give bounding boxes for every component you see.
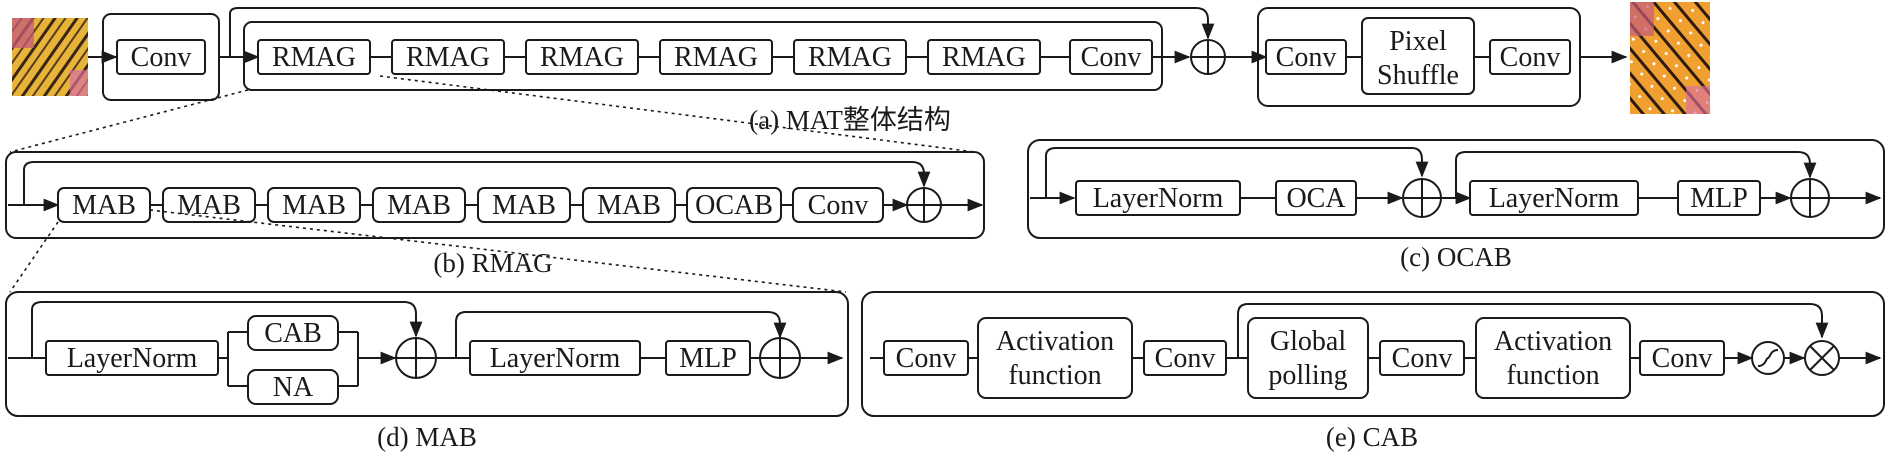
- global-skip-connection: [229, 7, 1215, 57]
- zoom-line-left: [9, 89, 249, 153]
- rmag-block-label: RMAG: [272, 42, 356, 73]
- rmag-ocab-label: OCAB: [695, 190, 773, 221]
- up-conv1-label: Conv: [1276, 42, 1337, 73]
- ocab-section: LayerNorm OCA LayerNorm MLP (c) OCAB: [1027, 139, 1885, 272]
- rmag-conv-label: Conv: [808, 190, 869, 221]
- ocab-layernorm1-label: LayerNorm: [1093, 183, 1224, 214]
- adder-icon: [1790, 178, 1830, 218]
- rmag-caption: (b) RMAG: [433, 248, 552, 278]
- mab-chain: MAB MAB MAB MAB MAB MAB: [57, 187, 687, 223]
- input-image: [12, 18, 88, 96]
- ocab-skip-connection-2: [1455, 151, 1817, 198]
- shallow-conv-block: [116, 39, 206, 75]
- rmag-skip-connection: [23, 161, 931, 205]
- mab-cab-label: CAB: [264, 318, 322, 349]
- cab-section: Conv Activation function Conv Global pol…: [861, 291, 1885, 452]
- ocab-skip-connection-1: [1045, 147, 1429, 198]
- cab-conv1-label: Conv: [896, 343, 957, 374]
- rmag-block-label: RMAG: [540, 42, 624, 73]
- cab-global-pool-label-line2: polling: [1268, 360, 1347, 391]
- mab-layernorm1-label: LayerNorm: [67, 343, 198, 374]
- zoom-line-right: [379, 75, 976, 153]
- rmag-block-label: RMAG: [406, 42, 490, 73]
- sigmoid-icon: [1751, 341, 1785, 375]
- cab-skip-connection: [1237, 303, 1829, 358]
- adder-icon: [395, 337, 437, 379]
- rmag-block-label: RMAG: [808, 42, 892, 73]
- up-conv2-label: Conv: [1500, 42, 1561, 73]
- cab-frame: [861, 291, 1885, 417]
- mab-frame: [5, 291, 849, 417]
- ocab-layernorm2-label: LayerNorm: [1489, 183, 1620, 214]
- mab-layernorm2-label: LayerNorm: [490, 343, 621, 374]
- pixel-shuffle-label-line2: Shuffle: [1377, 60, 1459, 91]
- adder-icon: [1402, 178, 1442, 218]
- multiplier-icon: [1804, 340, 1840, 376]
- cab-activation1-label-line2: function: [1008, 360, 1101, 391]
- output-image: [1630, 2, 1710, 114]
- pixel-shuffle-label-line1: Pixel: [1389, 26, 1447, 57]
- ocab-mlp-label: MLP: [1690, 183, 1748, 214]
- adder-icon: [759, 337, 801, 379]
- mab-block-label: MAB: [282, 190, 346, 221]
- cab-conv4-label: Conv: [1652, 343, 1713, 374]
- ocab-oca-label: OCA: [1286, 183, 1346, 214]
- cab-conv2-label: Conv: [1155, 343, 1216, 374]
- adder-icon: [1190, 39, 1226, 75]
- zoom-line-left: [9, 221, 59, 293]
- mab-skip-connection-2: [455, 311, 787, 358]
- cab-activation2-label-line2: function: [1506, 360, 1599, 391]
- mab-section: LayerNorm CAB NA LayerNorm MLP: [5, 291, 849, 452]
- mab-skip-connection-1: [31, 301, 423, 358]
- adder-icon: [906, 187, 942, 223]
- body-conv-label: Conv: [1081, 42, 1142, 73]
- mab-block-label: MAB: [597, 190, 661, 221]
- mab-block-label: MAB: [492, 190, 556, 221]
- cab-activation1-label-line1: Activation: [996, 326, 1114, 357]
- rmag-block-label: RMAG: [942, 42, 1026, 73]
- mab-caption: (d) MAB: [377, 422, 477, 452]
- mab-block-label: MAB: [72, 190, 136, 221]
- mab-mlp-label: MLP: [679, 343, 737, 374]
- cab-conv3-label: Conv: [1392, 343, 1453, 374]
- up-conv2-block: [1489, 39, 1571, 75]
- cab-global-pool-label-line1: Global: [1270, 326, 1346, 357]
- ocab-frame: [1027, 139, 1885, 239]
- ocab-caption: (c) OCAB: [1400, 242, 1512, 272]
- rmag-frame: [5, 151, 985, 239]
- rmag-block-label: RMAG: [674, 42, 758, 73]
- mat-caption: (a) MAT整体结构: [749, 105, 951, 135]
- rmag-section: MAB MAB MAB MAB MAB MAB OCAB Conv (b) RMAG: [5, 151, 985, 293]
- mab-na-label: NA: [273, 372, 314, 403]
- cab-caption: (e) CAB: [1326, 422, 1418, 452]
- shallow-conv-label: Conv: [131, 42, 192, 73]
- mab-block-label: MAB: [177, 190, 241, 221]
- cab-activation2-label-line1: Activation: [1494, 326, 1612, 357]
- zoom-line-right: [149, 209, 847, 293]
- mab-block-label: MAB: [387, 190, 451, 221]
- rmag-chain: RMAG RMAG RMAG RMAG RMAG RMAG: [257, 39, 1070, 75]
